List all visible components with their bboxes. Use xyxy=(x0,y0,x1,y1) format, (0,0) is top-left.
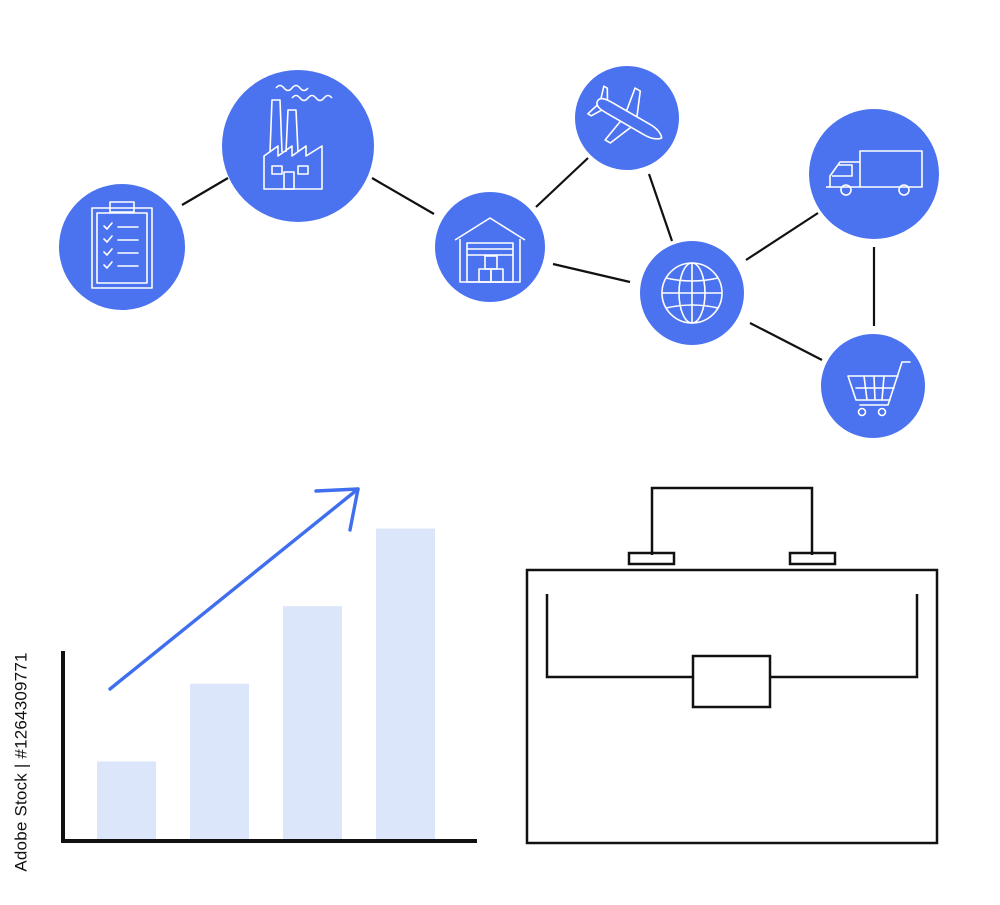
briefcase-body xyxy=(525,568,939,845)
link-globe-cart xyxy=(749,322,823,361)
node-checklist xyxy=(59,184,185,310)
clipboard-checklist-icon xyxy=(91,201,153,289)
link-airplane-globe xyxy=(647,173,674,242)
stock-id-text: Adobe Stock | #1264309771 xyxy=(12,652,32,872)
chart-bar-4 xyxy=(376,528,435,839)
warehouse-icon xyxy=(454,217,526,283)
network-links xyxy=(181,157,876,361)
link-warehouse-airplane xyxy=(535,157,589,208)
node-warehouse xyxy=(435,192,545,302)
node-globe xyxy=(640,241,744,345)
link-checklist-factory xyxy=(181,177,229,206)
growth-bar-chart xyxy=(61,487,477,843)
airplane-icon xyxy=(587,85,663,144)
briefcase-lock xyxy=(691,654,772,709)
chart-bars xyxy=(97,528,435,839)
node-cart xyxy=(821,334,925,438)
chart-bar-1 xyxy=(97,761,156,839)
chart-bar-3 xyxy=(283,606,342,839)
briefcase-icon xyxy=(525,486,939,845)
delivery-truck-icon xyxy=(826,150,923,196)
trend-arrow xyxy=(108,487,360,691)
briefcase-handle xyxy=(650,486,814,555)
node-airplane xyxy=(575,66,679,170)
briefcase-handle-clip-right xyxy=(788,551,837,566)
link-warehouse-globe xyxy=(552,262,631,284)
stock-id-watermark: Adobe Stock | #1264309771 xyxy=(2,652,42,871)
factory-icon xyxy=(263,84,333,190)
shopping-cart-icon xyxy=(847,361,911,417)
link-globe-truck xyxy=(745,212,819,261)
chart-bar-2 xyxy=(190,683,249,839)
globe-icon xyxy=(661,262,723,324)
node-factory xyxy=(222,70,374,222)
link-factory-warehouse xyxy=(371,177,435,215)
briefcase-handle-clip-left xyxy=(627,551,676,566)
node-truck xyxy=(809,109,939,239)
